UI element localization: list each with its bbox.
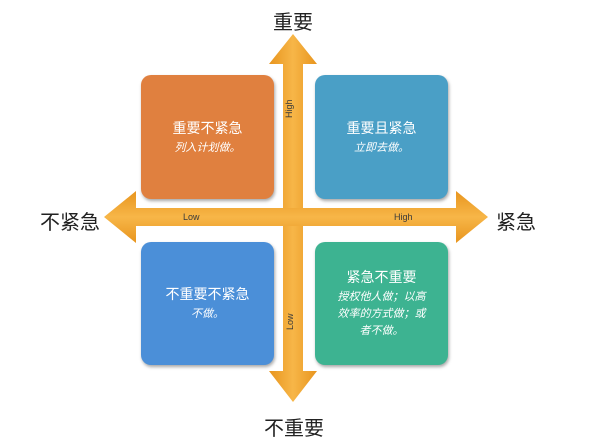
quadrant-subtitle: 不做。 bbox=[191, 307, 224, 320]
quadrant-important-not-urgent: 重要不紧急 列入计划做。 bbox=[141, 75, 274, 199]
quadrant-title: 不重要不紧急 bbox=[165, 287, 250, 303]
axis-label-right: 紧急 bbox=[496, 210, 536, 234]
axis-label-top: 重要 bbox=[273, 10, 313, 34]
quadrant-urgent-not-important: 紧急不重要 授权他人做；以高效率的方式做；或者不做。 bbox=[315, 242, 448, 365]
quadrant-subtitle: 立即去做。 bbox=[354, 140, 409, 154]
quadrant-title: 重要且紧急 bbox=[346, 120, 417, 137]
quadrant-not-important-not-urgent: 不重要不紧急 不做。 bbox=[141, 242, 274, 365]
tick-high-horizontal: High bbox=[394, 212, 413, 222]
horizontal-axis-arrow bbox=[104, 191, 488, 243]
quadrant-title: 重要不紧急 bbox=[172, 120, 243, 137]
axis-label-left: 不紧急 bbox=[40, 210, 100, 234]
tick-low-vertical: Low bbox=[285, 313, 295, 330]
axis-label-bottom: 不重要 bbox=[264, 416, 324, 440]
quadrant-subtitle: 授权他人做；以高效率的方式做；或者不做。 bbox=[337, 290, 426, 337]
quadrant-important-urgent: 重要且紧急 立即去做。 bbox=[315, 75, 448, 199]
quadrant-title: 紧急不重要 bbox=[346, 270, 417, 286]
tick-high-vertical: High bbox=[284, 99, 294, 118]
tick-low-horizontal: Low bbox=[183, 212, 200, 222]
quadrant-subtitle: 列入计划做。 bbox=[174, 140, 241, 154]
